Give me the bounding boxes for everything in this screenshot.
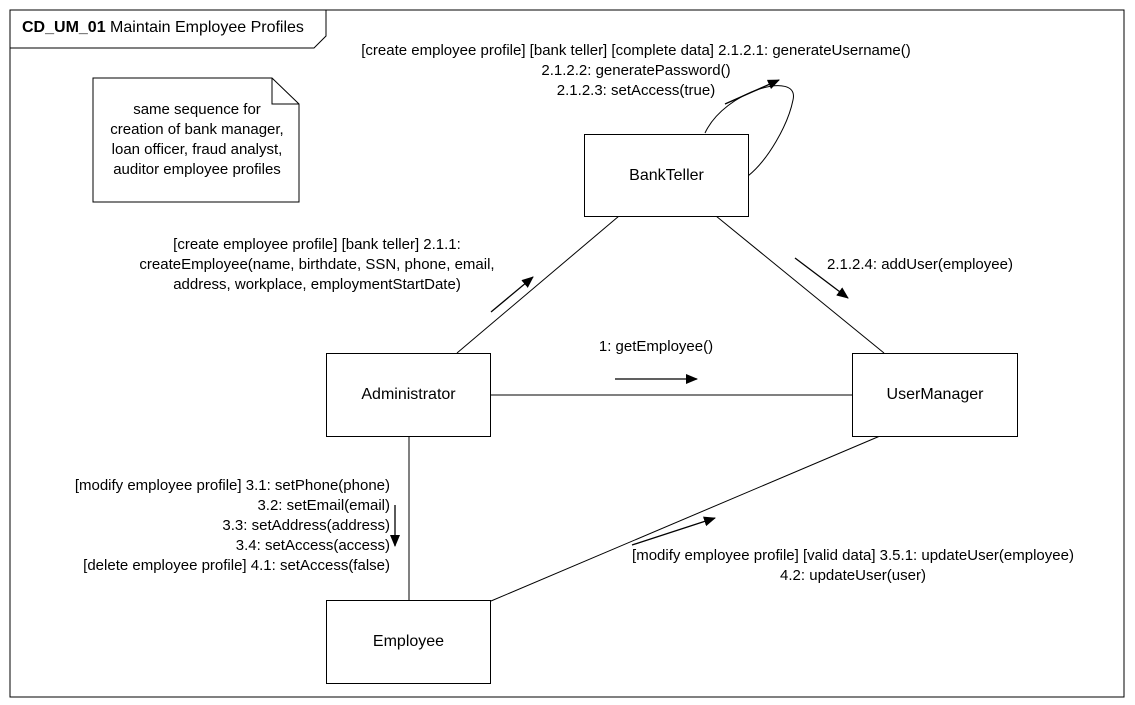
arrow-self-teller	[724, 79, 780, 105]
object-employee-label: Employee	[372, 633, 445, 650]
note-shape	[92, 77, 300, 203]
object-user-manager[interactable]: UserManager	[852, 353, 1018, 437]
diagram-frame	[9, 9, 1125, 698]
message-line: [delete employee profile] 4.1: setAccess…	[83, 557, 390, 574]
frame-id: CD_UM_01	[22, 19, 106, 36]
frame-title-tab	[10, 10, 327, 49]
message-line: 2.1.2.3: setAccess(true)	[556, 82, 716, 99]
note-fold	[271, 78, 299, 105]
object-administrator-label: Administrator	[361, 386, 456, 403]
message-line: 3.4: setAccess(access)	[235, 537, 390, 554]
message-line: 3.2: setEmail(email)	[257, 497, 390, 514]
object-user-manager-label: UserManager	[886, 386, 984, 403]
link-teller-usermanager	[715, 215, 885, 354]
message-line: 2.1.2.2: generatePassword()	[541, 62, 731, 79]
message-admin-to-usermanager: 1: getEmployee()	[598, 338, 714, 355]
message-admin-to-teller: [create employee profile] [bank teller] …	[110, 235, 524, 295]
link-employee-usermanager	[490, 435, 881, 602]
message-self-teller: [create employee profile] [bank teller] …	[332, 41, 940, 101]
link-teller-self	[704, 85, 794, 177]
note-line: same sequence for	[133, 101, 261, 118]
object-employee[interactable]: Employee	[326, 600, 491, 684]
frame-title: CD_UM_01 Maintain Employee Profiles	[22, 19, 304, 37]
note-text: same sequence for creation of bank manag…	[94, 100, 300, 180]
note-line: auditor employee profiles	[113, 161, 281, 178]
arrow-teller-to-usermanager	[794, 257, 849, 299]
message-line: [modify employee profile] 3.1: setPhone(…	[74, 477, 390, 494]
arrow-admin-to-teller	[490, 276, 534, 313]
message-line: address, workplace, employmentStartDate)	[173, 276, 461, 293]
object-administrator[interactable]: Administrator	[326, 353, 491, 437]
message-teller-to-usermanager: 2.1.2.4: addUser(employee)	[827, 256, 1013, 273]
frame-name: Maintain Employee Profiles	[110, 19, 304, 36]
arrow-employee-to-usermanager	[631, 516, 716, 546]
note-line: loan officer, fraud analyst,	[111, 141, 283, 158]
object-bank-teller-label: BankTeller	[629, 166, 704, 184]
message-line: 3.3: setAddress(address)	[222, 517, 390, 534]
message-admin-to-employee: [modify employee profile] 3.1: setPhone(…	[20, 476, 390, 576]
message-employee-to-usermanager: [modify employee profile] [valid data] 3…	[602, 546, 1104, 586]
object-bank-teller[interactable]: BankTeller	[584, 134, 749, 217]
message-line: [create employee profile] [bank teller] …	[173, 236, 461, 253]
message-line: 4.2: updateUser(user)	[780, 567, 926, 584]
message-line: [create employee profile] [bank teller] …	[361, 42, 911, 59]
message-line: [modify employee profile] [valid data] 3…	[632, 547, 1074, 564]
link-admin-teller	[456, 215, 620, 354]
message-line: createEmployee(name, birthdate, SSN, pho…	[139, 256, 495, 273]
note-line: creation of bank manager,	[110, 121, 284, 138]
